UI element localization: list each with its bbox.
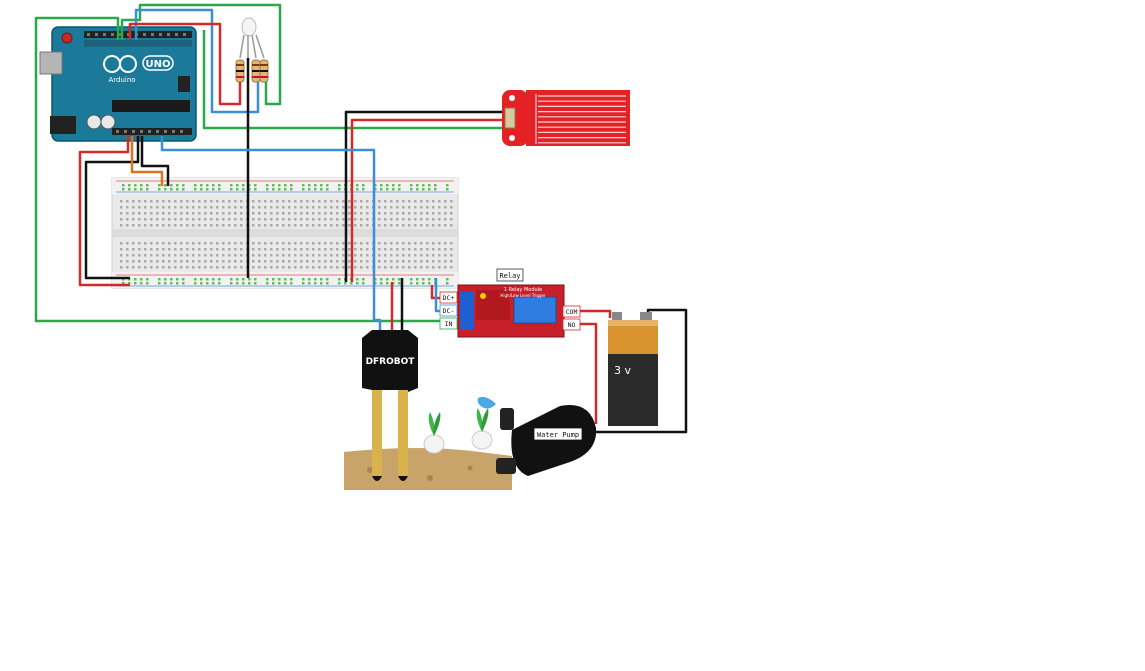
water-pump-label: Water Pump [537,431,579,439]
wire-blue-led [134,8,260,114]
wire-green-led [120,3,282,106]
wire-black-water-sensor [344,110,504,282]
wire-green-water-sensor [202,30,505,130]
moisture-sensor-brand: DFROBOT [366,357,416,367]
wire-red-led [128,22,242,106]
battery: 3 v [608,312,658,426]
water-pump: Water Pump [496,404,597,476]
wire-red-water-sensor [350,118,504,282]
svg-text:IN: IN [445,320,453,328]
svg-text:DC+: DC+ [443,294,455,302]
resistor [235,59,245,83]
water-level-sensor [502,90,630,146]
wire-black-signal [140,136,170,186]
rgb-led-with-resistors [235,17,269,83]
sprout-icon [471,408,493,450]
wire-red-relay-com [580,309,612,318]
resistor [251,59,261,83]
relay-pin-com: COM [562,305,581,318]
arduino-maker-label: Arduino [108,76,135,84]
battery-voltage-label: 3 v [614,364,631,377]
wire-orange-signal [130,136,164,186]
resistor [259,59,269,83]
wire-red-relay-no [580,322,598,424]
svg-text:NO: NO [568,321,576,329]
wire-black-ground-rail [84,136,140,280]
relay-pin-no: NO [562,318,581,331]
arduino-uno-board: UNO Arduino [39,26,197,142]
soil-moisture-scene: DFROBOT [344,330,512,490]
relay-board-text-2: High/Low Level Trigger [500,293,546,298]
breadboard [111,177,459,289]
water-drop-icon [477,396,496,409]
svg-text:DC-: DC- [443,307,455,315]
relay-pin-dc-plus: DC+ [439,291,458,304]
wire-red-relay-dc-plus [430,285,442,300]
wire-green-relay-in [34,16,442,323]
relay-module: Relay 1 Relay Module High/Low Level Trig… [439,268,581,338]
relay-board-text-1: 1 Relay Module [504,287,542,293]
breadboard-holes [120,200,453,269]
wire-blue-moisture [160,136,382,332]
wire-red-power-rail [78,136,130,287]
arduino-brand-label: UNO [146,59,171,70]
svg-text:COM: COM [566,308,578,316]
relay-pin-dc-minus: DC- [439,304,458,317]
sprout-icon [423,412,445,454]
relay-title-label: Relay [499,272,520,280]
wires [34,3,688,434]
relay-pin-in: IN [439,317,458,330]
water-sensor-traces [535,94,626,144]
